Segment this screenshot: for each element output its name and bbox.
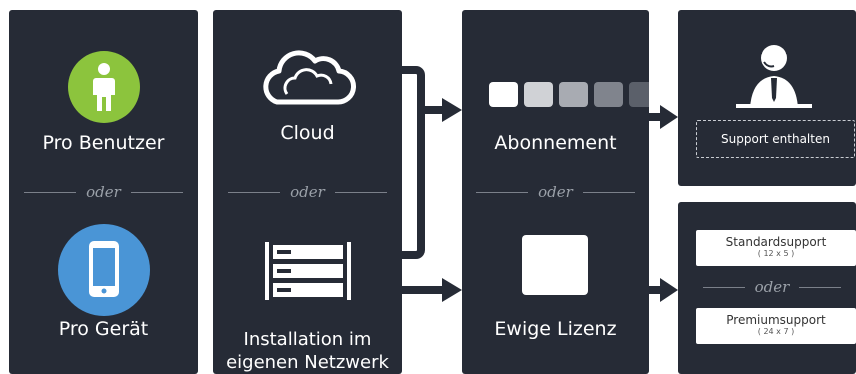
square-4 (594, 82, 623, 107)
server-rack-icon (265, 242, 351, 300)
square-2 (524, 82, 553, 107)
connector-arrows-left (402, 66, 462, 302)
square-1 (489, 82, 518, 107)
or-separator: oder (688, 277, 856, 297)
square-5 (629, 82, 649, 107)
or-text: oder (754, 278, 790, 296)
premium-support-box: Premiumsupport ( 24 x 7 ) (696, 308, 856, 344)
arrow-perpetual-to-support (648, 278, 678, 302)
label-on-premises-line1: Installation im (243, 329, 372, 350)
or-separator: oder (462, 182, 649, 202)
label-per-device: Pro Gerät (58, 318, 149, 340)
standard-support-box: Standardsupport ( 12 x 5 ) (696, 230, 856, 266)
label-per-user: Pro Benutzer (42, 132, 165, 154)
or-text: oder (290, 183, 325, 201)
arrow-subscription-to-support (648, 105, 678, 129)
panel-licensing-model: Pro Benutzer oder Pro Gerät (9, 10, 198, 374)
or-separator: oder (213, 182, 402, 202)
or-separator: oder (9, 182, 198, 202)
panel-support-options: Standardsupport ( 12 x 5 ) oder Premiums… (678, 202, 856, 374)
panel-support-included: Support enthalten (678, 10, 856, 186)
smartphone-icon (58, 224, 150, 316)
standard-support-hours: ( 12 x 5 ) (757, 249, 795, 258)
label-perpetual-license: Ewige Lizenz (494, 318, 617, 340)
user-icon (68, 51, 140, 123)
label-on-premises-line2: eigenen Netzwerk (226, 352, 389, 373)
label-on-premises: Installation im eigenen Netzwerk (213, 328, 402, 374)
perpetual-license-icon (522, 235, 588, 295)
premium-support-label: Premiumsupport (726, 313, 826, 327)
or-text: oder (538, 183, 573, 201)
standard-support-label: Standardsupport (725, 235, 827, 249)
support-included-label: Support enthalten (721, 132, 830, 146)
square-3 (559, 82, 588, 107)
or-text: oder (86, 183, 121, 201)
panel-license-type: Abonnement oder Ewige Lizenz (462, 10, 649, 374)
label-cloud: Cloud (280, 122, 335, 144)
premium-support-hours: ( 24 x 7 ) (757, 327, 795, 336)
support-included-box: Support enthalten (696, 120, 855, 158)
support-agent-icon (736, 40, 812, 108)
label-subscription: Abonnement (494, 132, 617, 154)
panel-deployment: Cloud oder Installation im eigenen Netzw… (213, 10, 402, 374)
cloud-icon (263, 50, 357, 105)
